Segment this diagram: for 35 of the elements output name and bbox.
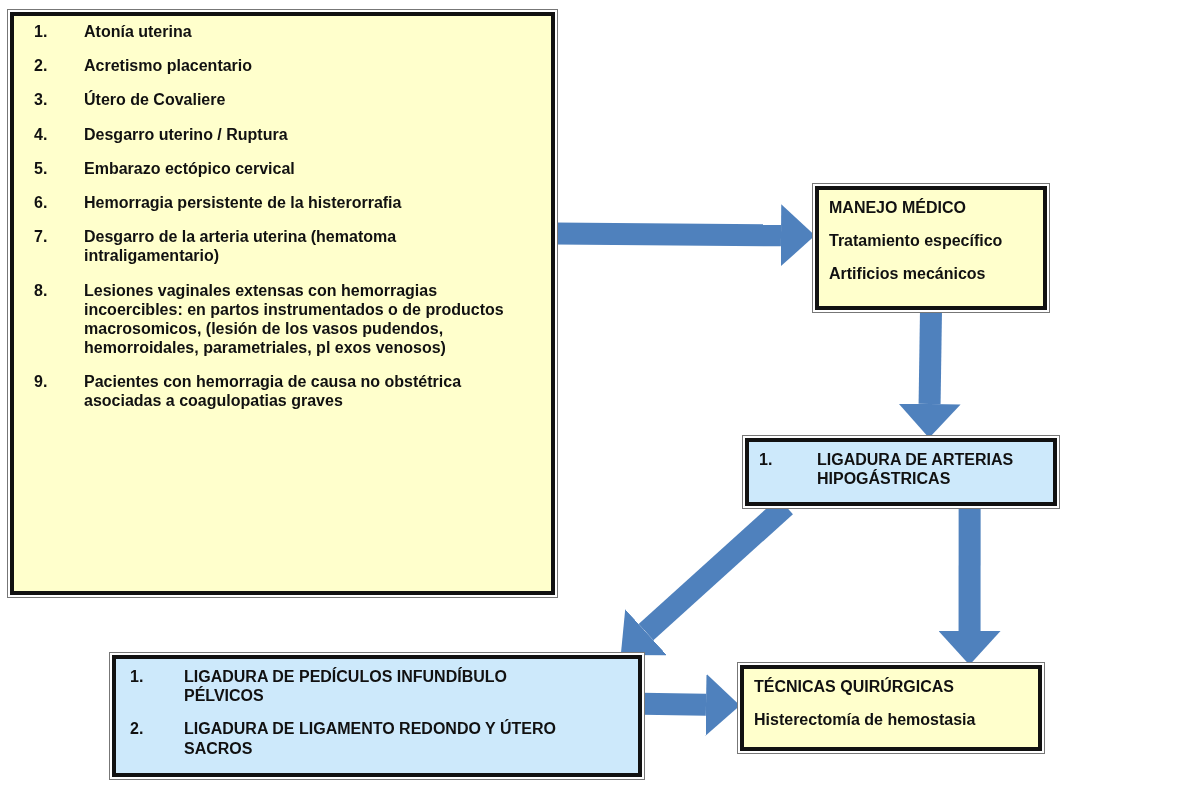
box-text: Histerectomía de hemostasia bbox=[754, 710, 977, 730]
box-text: TÉCNICAS QUIRÚRGICAS bbox=[754, 677, 955, 697]
item-number: 2. bbox=[34, 56, 49, 76]
item-text: Atonía uterina bbox=[84, 22, 193, 42]
item-text: LIGADURA DE LIGAMENTO REDONDO Y ÚTERO SACROS bbox=[184, 719, 557, 758]
item-number: 7. bbox=[34, 227, 49, 248]
list-box bbox=[10, 12, 555, 595]
block-arrow bbox=[938, 506, 1001, 665]
item-number: 8. bbox=[34, 280, 49, 301]
item-text: Embarazo ectópico cervical bbox=[84, 158, 296, 178]
process-box bbox=[740, 665, 1042, 751]
item-number: 9. bbox=[34, 372, 49, 393]
box-text: Artificios mecánicos bbox=[829, 264, 987, 284]
procedure-box bbox=[745, 438, 1057, 506]
item-text: Útero de Covaliere bbox=[84, 90, 227, 110]
process-box bbox=[815, 186, 1047, 310]
item-text: LIGADURA DE ARTERIAS HIPOGÁSTRICAS bbox=[817, 450, 1015, 489]
item-text: Desgarro de la arteria uterina (hematoma intraligamentario) bbox=[84, 227, 398, 266]
item-number: 1. bbox=[130, 667, 145, 687]
item-text: Hemorragia persistente de la histerorrafia bbox=[84, 192, 403, 213]
item-number: 3. bbox=[34, 90, 49, 110]
item-text: Desgarro uterino / Ruptura bbox=[84, 124, 289, 144]
item-number: 1. bbox=[34, 22, 49, 42]
item-number: 1. bbox=[759, 450, 774, 470]
item-text: Lesiones vaginales extensas con hemorragias incoercibles: en partos instrumentados o de productos macrosomicos, (lesión de los vasos pudendos, hemorroidales, parametriales, pl exos venosos) bbox=[84, 280, 505, 358]
item-number: 2. bbox=[130, 719, 145, 740]
item-number: 6. bbox=[34, 192, 49, 213]
procedure-box bbox=[112, 655, 642, 777]
box-text: MANEJO MÉDICO bbox=[829, 198, 967, 218]
item-text: Acretismo placentario bbox=[84, 56, 254, 76]
item-number: 5. bbox=[34, 158, 49, 178]
item-text: LIGADURA DE PEDÍCULOS INFUNDÍBULO PÉLVICOS bbox=[184, 667, 508, 706]
item-number: 4. bbox=[34, 124, 49, 144]
item-text: Pacientes con hemorragia de causa no obstétrica asociadas a coagulopatias graves bbox=[84, 372, 463, 411]
box-text: Tratamiento específico bbox=[829, 231, 1004, 251]
